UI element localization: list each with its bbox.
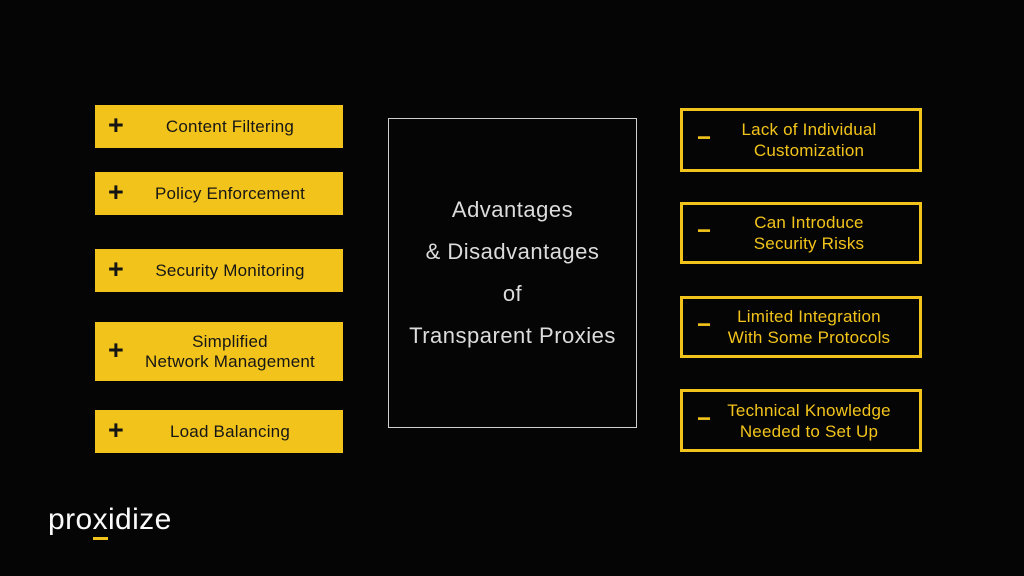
minus-icon: − [697,124,712,152]
advantage-box-content-filtering: + Content Filtering [95,105,343,148]
minus-icon: − [697,405,712,433]
advantage-box-security-monitoring: + Security Monitoring [95,249,343,292]
title-line: Transparent Proxies [409,323,616,348]
logo-text-part: idize [107,503,172,536]
advantage-label: Content Filtering [165,116,295,136]
plus-icon: + [108,176,124,207]
disadvantage-box-limited-integration-with-some-protocols: − Limited Integration With Some Protocol… [680,296,922,358]
disadvantage-box-lack-of-individual-customization: − Lack of Individual Customization [680,108,922,172]
plus-icon: + [108,414,124,445]
title-line: & Disadvantages [425,239,600,264]
plus-icon: + [108,253,124,284]
disadvantage-label: Can Introduce Security Risks [753,213,865,253]
disadvantage-box-technical-knowledge-needed-to-set-up: − Technical Knowledge Needed to Set Up [680,389,922,452]
disadvantage-box-can-introduce-security-risks: − Can Introduce Security Risks [680,202,922,264]
plus-icon: + [108,334,124,365]
title-box: Advantages & Disadvantages of Transparen… [388,118,637,428]
advantage-label: Simplified Network Management [145,331,315,371]
logo-text-part: pro [48,503,93,536]
disadvantage-label: Lack of Individual Customization [741,120,877,160]
advantage-box-simplified-network-management: + Simplified Network Management [95,322,343,381]
plus-icon: + [108,109,124,140]
minus-icon: − [697,217,712,245]
advantage-box-load-balancing: + Load Balancing [95,410,343,453]
title-line: Advantages [451,197,574,222]
disadvantage-label: Limited Integration With Some Protocols [727,307,891,347]
title-line: of [502,281,523,306]
proxidize-logo: proxidize [48,501,172,540]
logo-text-part-underlined: x [92,501,109,540]
advantage-box-policy-enforcement: + Policy Enforcement [95,172,343,215]
minus-icon: − [697,311,712,339]
advantage-label: Load Balancing [169,421,290,441]
advantage-label: Security Monitoring [155,260,305,280]
disadvantage-label: Technical Knowledge Needed to Set Up [727,400,891,441]
advantage-label: Policy Enforcement [154,183,306,203]
